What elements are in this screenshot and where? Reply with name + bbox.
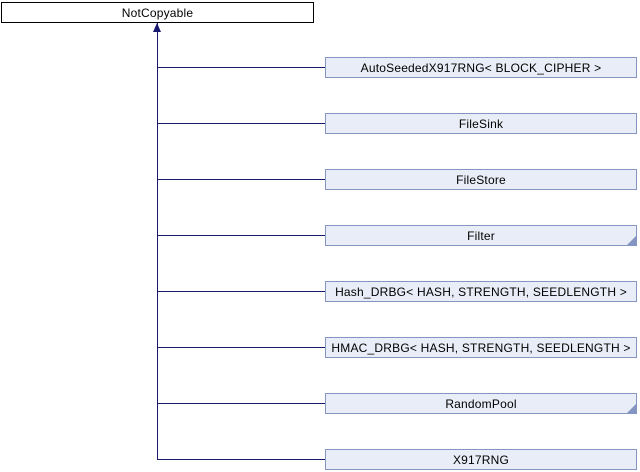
derived-class-node[interactable]: RandomPool — [325, 393, 637, 414]
inheritance-edge — [157, 347, 325, 348]
derived-class-label: FileSink — [458, 116, 504, 131]
derived-class-node[interactable]: FileStore — [325, 169, 637, 190]
derived-class-label: Hash_DRBG< HASH, STRENGTH, SEEDLENGTH > — [335, 284, 627, 299]
derived-class-label: X917RNG — [452, 452, 510, 467]
inheritance-edge — [157, 67, 325, 68]
derived-class-node[interactable]: AutoSeededX917RNG< BLOCK_CIPHER > — [325, 57, 637, 78]
base-class-label: NotCopyable — [121, 5, 194, 20]
derived-class-label: HMAC_DRBG< HASH, STRENGTH, SEEDLENGTH > — [331, 340, 631, 355]
base-class-node[interactable]: NotCopyable — [1, 2, 314, 23]
inheritance-edge — [157, 235, 325, 236]
derived-class-node[interactable]: Hash_DRBG< HASH, STRENGTH, SEEDLENGTH > — [325, 281, 637, 302]
inheritance-arrow-icon — [153, 23, 161, 32]
derived-class-label: AutoSeededX917RNG< BLOCK_CIPHER > — [360, 60, 602, 75]
derived-class-label: RandomPool — [445, 396, 517, 411]
derived-class-label: Filter — [467, 228, 495, 243]
truncation-corner-icon — [627, 404, 636, 413]
truncation-corner-icon — [627, 236, 636, 245]
inheritance-edge — [157, 459, 325, 460]
derived-class-label: FileStore — [456, 172, 506, 187]
derived-class-node[interactable]: X917RNG — [325, 449, 637, 470]
derived-class-node[interactable]: HMAC_DRBG< HASH, STRENGTH, SEEDLENGTH > — [325, 337, 637, 358]
inheritance-edge — [157, 291, 325, 292]
derived-class-node[interactable]: Filter — [325, 225, 637, 246]
inheritance-edge — [157, 403, 325, 404]
inheritance-edge — [157, 179, 325, 180]
inheritance-edge — [157, 123, 325, 124]
inheritance-edge-trunk — [157, 23, 158, 460]
derived-class-node[interactable]: FileSink — [325, 113, 637, 134]
